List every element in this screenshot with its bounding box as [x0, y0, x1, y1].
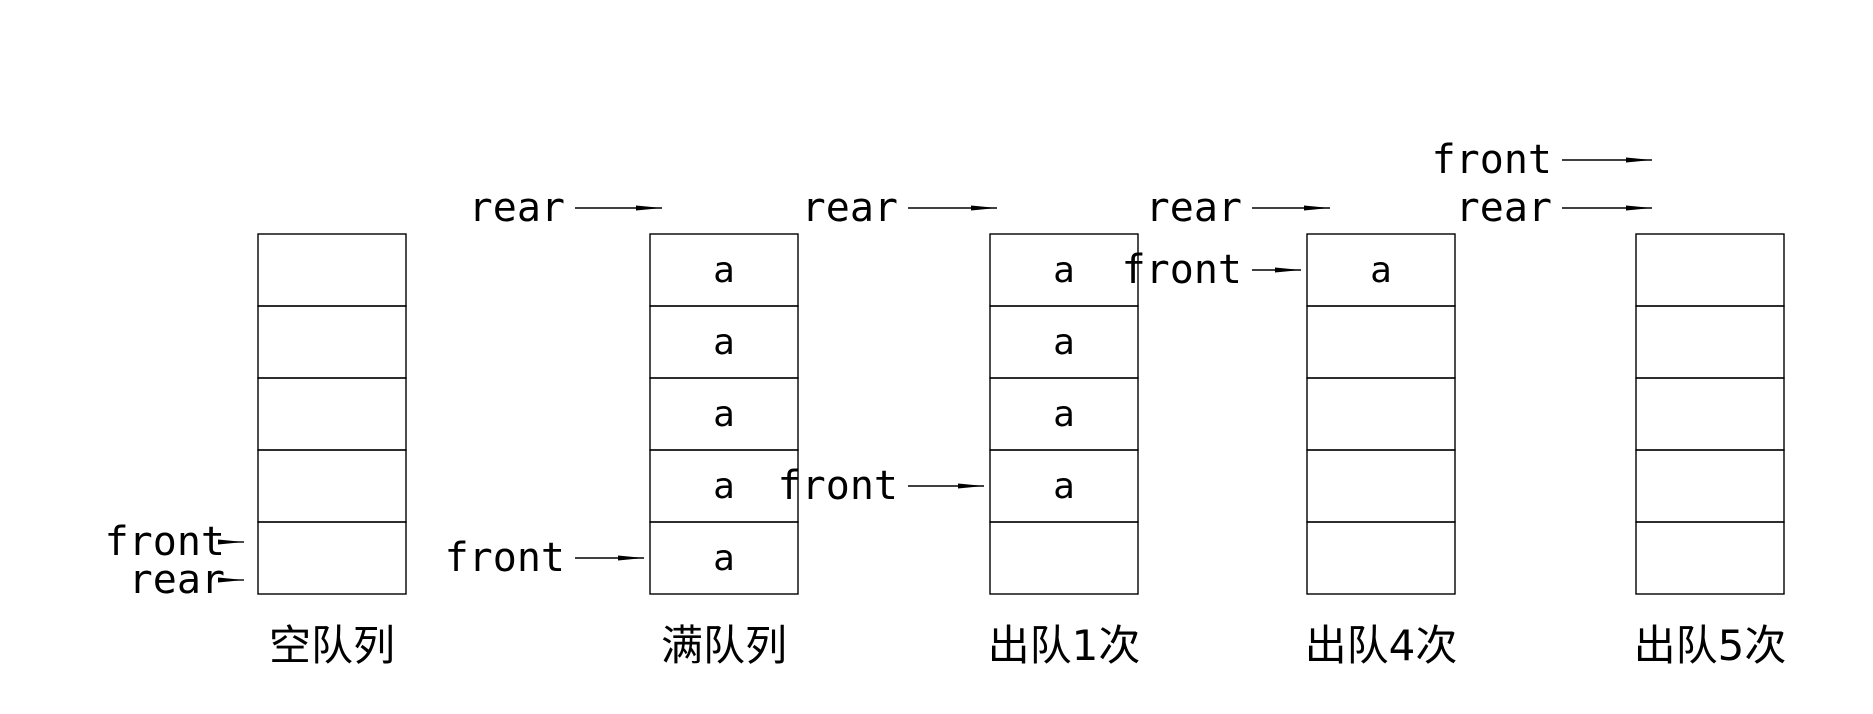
pointer-label: rear [1456, 185, 1552, 231]
pointer-label: front [1432, 137, 1552, 183]
queue-caption: 出队4次 [1305, 621, 1458, 670]
pointer-label: front [1122, 247, 1242, 293]
cell-value: a [1053, 466, 1075, 507]
queue-cell [1635, 521, 1785, 595]
pointer-label: front [105, 519, 225, 565]
pointer-front: front [778, 463, 984, 509]
cell-value: a [713, 394, 735, 435]
pointer-front: front [1122, 247, 1301, 293]
queue-cell [1635, 305, 1785, 379]
pointer-label: rear [802, 185, 898, 231]
pointer-rear: rear [1456, 185, 1652, 231]
queue-caption: 出队1次 [988, 621, 1141, 670]
queue-cell [649, 521, 799, 595]
queue-cell [989, 521, 1139, 595]
pointer-label: rear [469, 185, 565, 231]
queue-caption: 出队5次 [1634, 621, 1787, 670]
queue-cell [257, 305, 407, 379]
queue-cell [257, 521, 407, 595]
cell-value: a [1053, 250, 1075, 291]
queue-cell [1306, 305, 1456, 379]
queue-cell [1306, 377, 1456, 451]
pointer-front: front [445, 535, 644, 581]
queue-cell [1306, 449, 1456, 523]
pointer-label: rear [129, 557, 225, 603]
pointer-rear: rear [1146, 185, 1330, 231]
queue-5 [1635, 233, 1785, 595]
queue-caption: 空队列 [269, 621, 395, 670]
pointer-rear: rear [469, 185, 662, 231]
queue-cell [257, 377, 407, 451]
cell-value: a [713, 466, 735, 507]
pointer-front: front [105, 519, 244, 565]
queue-caption: 满队列 [661, 621, 787, 670]
cell-value: a [1370, 250, 1392, 291]
pointer-label: rear [1146, 185, 1242, 231]
pointer-rear: rear [802, 185, 997, 231]
queue-cell [1635, 233, 1785, 307]
cell-value: a [713, 538, 735, 579]
queue-1 [257, 233, 407, 595]
queue-cell [1635, 449, 1785, 523]
cell-value: a [713, 322, 735, 363]
cell-value: a [1053, 322, 1075, 363]
cell-value: a [1053, 394, 1075, 435]
queue-cell [1635, 377, 1785, 451]
queue-4: a [1306, 233, 1456, 595]
pointer-rear: rear [129, 557, 244, 603]
queue-cell [1306, 521, 1456, 595]
pointer-label: front [445, 535, 565, 581]
pointer-label: front [778, 463, 898, 509]
cell-value: a [713, 250, 735, 291]
queue-cell [257, 233, 407, 307]
pointer-front: front [1432, 137, 1652, 183]
queue-cell [257, 449, 407, 523]
